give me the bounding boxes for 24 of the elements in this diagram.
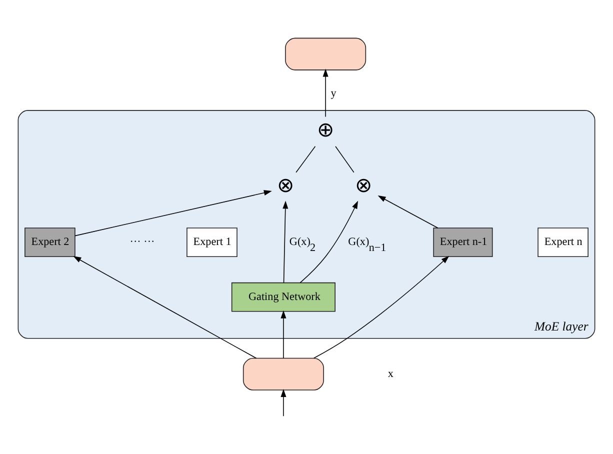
node-box: Gating Network bbox=[231, 282, 336, 312]
label: ··· ··· bbox=[130, 236, 155, 248]
node-box bbox=[242, 357, 324, 390]
arrow bbox=[378, 195, 438, 228]
label: x bbox=[388, 368, 394, 380]
edge-label: y bbox=[330, 87, 336, 100]
node-text: ⊗ bbox=[354, 174, 373, 197]
node-text: ⊗ bbox=[277, 174, 296, 197]
arrow bbox=[280, 388, 286, 416]
arrow bbox=[282, 200, 288, 283]
node-box: Expert n bbox=[538, 227, 588, 256]
node-text: ⊕ bbox=[316, 119, 335, 142]
node-box bbox=[285, 37, 366, 70]
connector bbox=[335, 145, 354, 172]
node-box: Expert 1 bbox=[186, 227, 238, 256]
arrow bbox=[74, 190, 272, 236]
connector bbox=[296, 145, 316, 172]
arrow bbox=[300, 200, 358, 283]
arrow bbox=[322, 68, 328, 117]
arrow bbox=[73, 256, 257, 358]
node-box: Expert n-1 bbox=[433, 227, 493, 256]
arrow bbox=[280, 310, 286, 358]
node-box: Expert 2 bbox=[24, 227, 76, 256]
arrow bbox=[313, 255, 450, 358]
